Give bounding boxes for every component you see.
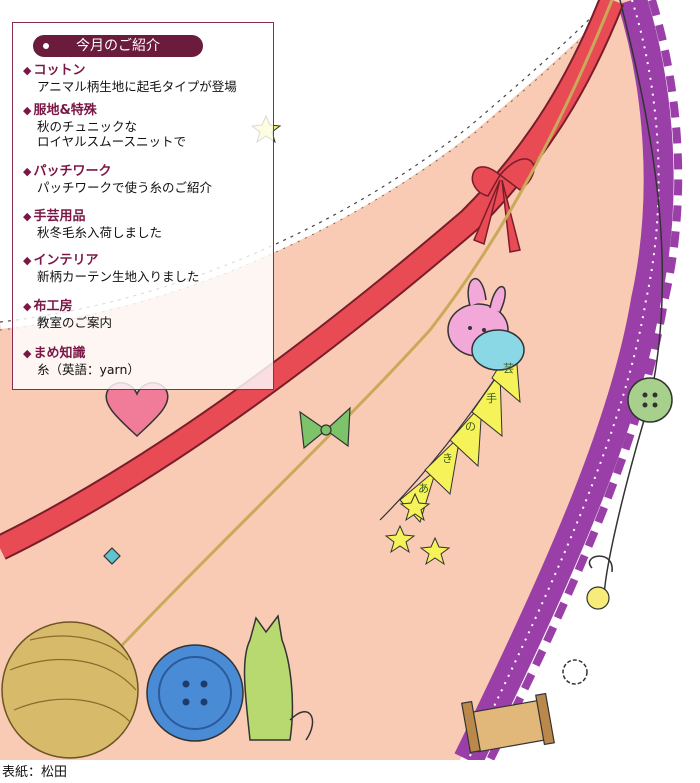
- section-heading[interactable]: 手芸用品: [23, 209, 273, 225]
- section-patchwork[interactable]: パッチワーク パッチワークで使う糸のご紹介: [23, 164, 273, 195]
- thread-spool: [461, 692, 555, 754]
- yarn-strand: [78, 0, 614, 692]
- yarn-ball: [1, 621, 139, 759]
- pennant-letter: の: [465, 420, 476, 433]
- blue-button: [146, 644, 244, 742]
- section-text: 糸（英語：yarn）: [37, 362, 140, 377]
- section-heading[interactable]: 布工房: [23, 299, 273, 315]
- section-fabric-special[interactable]: 服地&特殊 秋のチュニックな ロイヤルスムースニットで: [23, 103, 273, 149]
- heart-charm: [105, 382, 169, 438]
- green-bow: [299, 406, 351, 450]
- cover-illustration: あ き の 手 芸: [0, 0, 683, 760]
- cover-credit: 表紙：松田: [2, 765, 68, 780]
- section-heading[interactable]: コットン: [23, 63, 273, 79]
- section-heading[interactable]: 服地&特殊: [23, 103, 273, 119]
- section-trivia[interactable]: まめ知識 糸（英語：yarn）: [23, 346, 273, 377]
- section-text: 秋のチュニックな ロイヤルスムースニットで: [37, 119, 187, 149]
- teal-bead: [103, 547, 121, 565]
- section-heading[interactable]: まめ知識: [23, 346, 273, 362]
- monthly-intro-panel: 今月のご紹介 コットン アニマル柄生地に起毛タイプが登場 服地&特殊 秋のチュニ…: [12, 22, 274, 390]
- bunny-doll: [447, 278, 525, 371]
- section-interior[interactable]: インテリア 新柄カーテン生地入りました: [23, 253, 273, 284]
- section-text: 秋冬毛糸入荷しました: [37, 225, 163, 240]
- section-text: アニマル柄生地に起毛タイプが登場: [37, 79, 237, 94]
- bullet-dot-icon: [43, 43, 49, 49]
- green-button: [627, 377, 673, 423]
- panel-title: 今月のご紹介: [76, 38, 160, 54]
- bell-charm: [586, 555, 613, 610]
- section-text: 新柄カーテン生地入りました: [37, 269, 200, 284]
- panel-title-badge: 今月のご紹介: [33, 35, 203, 57]
- section-heading[interactable]: パッチワーク: [23, 164, 273, 180]
- flower-charm: [562, 659, 588, 685]
- section-text: 教室のご案内: [37, 315, 113, 330]
- section-text: パッチワークで使う糸のご紹介: [37, 180, 213, 195]
- section-craft-supplies[interactable]: 手芸用品 秋冬毛糸入荷しました: [23, 209, 273, 240]
- section-cloth-studio[interactable]: 布工房 教室のご案内: [23, 299, 273, 330]
- pennant-letter: 手: [486, 391, 497, 405]
- pennant-letter: あ: [418, 482, 429, 495]
- pennant-letter: き: [442, 452, 453, 465]
- section-cotton[interactable]: コットン アニマル柄生地に起毛タイプが登場: [23, 63, 273, 94]
- section-heading[interactable]: インテリア: [23, 253, 273, 269]
- pennant-letter: 芸: [503, 362, 514, 375]
- green-cat: [243, 614, 314, 741]
- ribbon-bow: [471, 158, 535, 253]
